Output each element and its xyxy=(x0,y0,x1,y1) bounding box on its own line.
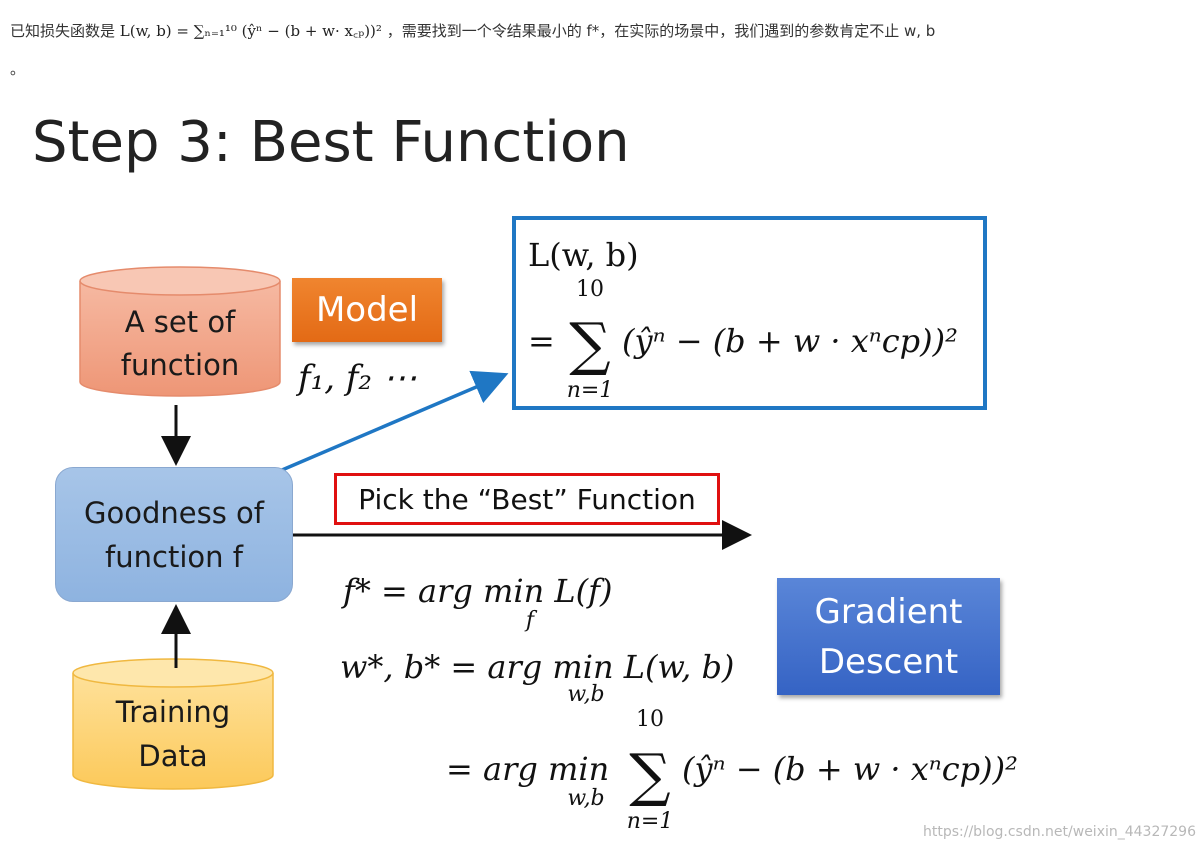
gradient-descent-box: Gradient Descent xyxy=(777,578,1000,695)
loss-sum-top: 10 xyxy=(576,277,604,302)
argmin-line: = arg min xyxy=(446,750,609,788)
argmin-body: (ŷⁿ − (b + w · xⁿcp))² xyxy=(682,750,1018,788)
gradient-descent-line2: Descent xyxy=(818,641,959,682)
loss-sigma: ∑ xyxy=(569,310,610,378)
set-of-function-cylinder: A set of function xyxy=(79,266,281,397)
loss-body: (ŷⁿ − (b + w · xⁿcp))² xyxy=(622,322,958,360)
functions-label: f₁, f₂ ⋯ xyxy=(295,358,417,398)
pick-best-label: Pick the “Best” Function xyxy=(358,482,696,516)
argmin-sum-top: 10 xyxy=(636,707,664,732)
training-data-line1: Training xyxy=(115,695,230,729)
fstar-formula: f* = arg min L(f) xyxy=(341,572,612,610)
set-of-function-line1: A set of xyxy=(125,305,236,339)
loss-function-box xyxy=(512,216,987,410)
goodness-of-function-box: Goodness of function f xyxy=(55,467,293,602)
training-data-line2: Data xyxy=(138,739,207,773)
argmin-sub: w,b xyxy=(567,786,604,811)
goodness-line1: Goodness of xyxy=(84,495,264,530)
model-label: Model xyxy=(315,290,419,330)
slide-title: Step 3: Best Function xyxy=(32,110,630,175)
argmin-sum-bottom: n=1 xyxy=(627,809,674,834)
loss-eq: = xyxy=(528,322,555,360)
intro-loss-formula: L(w, b) = ∑ₙ₌₁¹⁰ (ŷⁿ − (b + w· x꜀ₚ))² xyxy=(119,22,382,40)
intro-suffix: ，需要找到一个令结果最小的 f*，在实际的场景中，我们遇到的参数肯定不止 w, … xyxy=(386,22,936,40)
argmin-sigma: ∑ xyxy=(629,741,670,809)
pick-best-function-box: Pick the “Best” Function xyxy=(334,473,720,525)
arrow-goodness-to-loss xyxy=(274,370,509,475)
wbstar-formula: w*, b* = arg min L(w, b) xyxy=(340,648,734,686)
model-label-box: Model xyxy=(292,278,442,342)
loss-sum-bottom: n=1 xyxy=(567,378,614,403)
wbstar-sub: w,b xyxy=(567,682,604,707)
watermark-url: https://blog.csdn.net/weixin_44327296 xyxy=(922,824,1196,840)
intro-paragraph: 已知损失函数是 L(w, b) = ∑ₙ₌₁¹⁰ (ŷⁿ − (b + w· x… xyxy=(10,18,1200,44)
intro-prefix: 已知损失函数是 xyxy=(10,22,116,40)
fstar-sub: f xyxy=(524,608,538,633)
goodness-line2: function f xyxy=(105,539,243,574)
training-data-cylinder: Training Data xyxy=(72,658,274,790)
intro-end-punct: 。 xyxy=(10,60,26,78)
loss-lhs: L(w, b) xyxy=(528,236,639,274)
gradient-descent-line1: Gradient xyxy=(814,591,963,632)
set-of-function-line2: function xyxy=(121,348,239,382)
